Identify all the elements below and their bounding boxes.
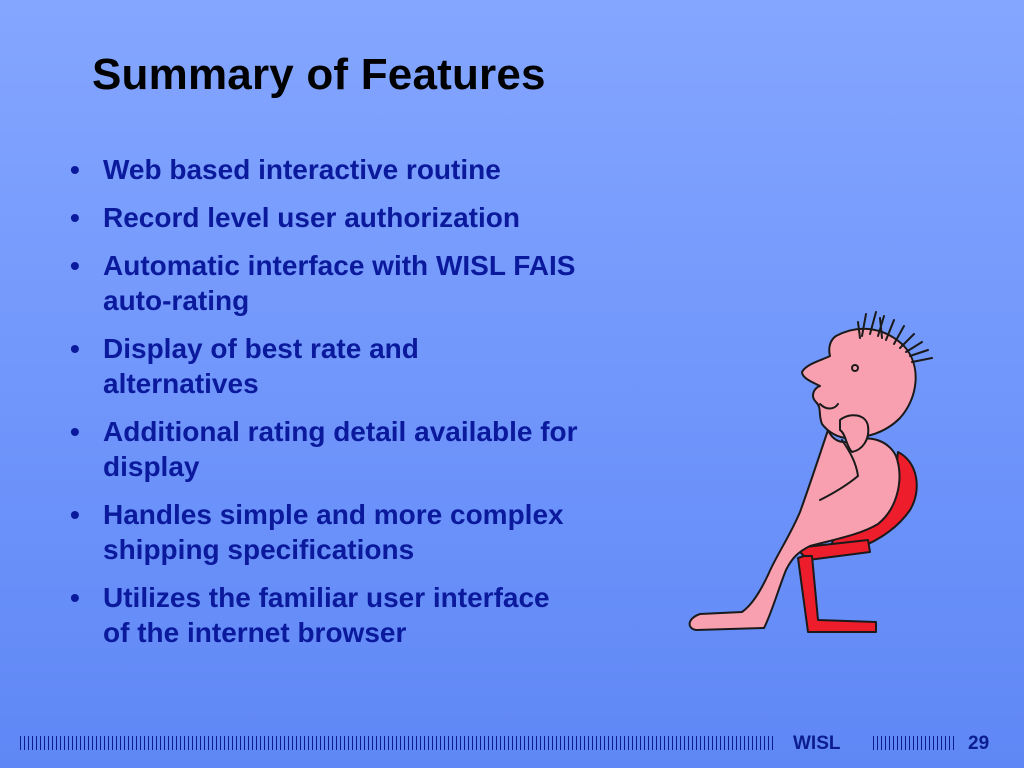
bullet-icon: • xyxy=(70,416,80,447)
footer-barcode-decoration xyxy=(873,736,955,750)
slide-footer: WISL 29 xyxy=(0,733,1024,755)
bullet-item: • Web based interactive routine xyxy=(70,152,690,187)
footer-barcode-decoration xyxy=(20,736,776,750)
bullet-icon: • xyxy=(70,499,80,530)
slide-title: Summary of Features xyxy=(92,50,546,99)
bullet-icon: • xyxy=(70,154,80,185)
bullet-icon: • xyxy=(70,250,80,281)
bullet-item: • Automatic interface with WISL FAIS aut… xyxy=(70,248,690,318)
bullet-item: • Additional rating detail available for… xyxy=(70,414,690,484)
bullet-line: Handles simple and more complex xyxy=(103,499,564,530)
person-head-icon xyxy=(801,327,917,439)
bullet-list: • Web based interactive routine • Record… xyxy=(70,152,690,663)
person-mouth-icon xyxy=(819,403,839,410)
person-eye-icon xyxy=(851,364,859,372)
chair-leg-icon xyxy=(797,555,877,633)
bullet-icon: • xyxy=(70,582,80,613)
bullet-line: display xyxy=(103,451,200,482)
person-hand-icon xyxy=(839,414,870,453)
bullet-line: of the internet browser xyxy=(103,617,407,648)
bullet-item: • Handles simple and more complex shippi… xyxy=(70,497,690,567)
bullet-item: • Utilizes the familiar user interface o… xyxy=(70,580,690,650)
footer-org-label: WISL xyxy=(793,733,841,754)
bullet-line: Record level user authorization xyxy=(103,202,520,233)
bullet-line: Utilizes the familiar user interface xyxy=(103,582,550,613)
bullet-icon: • xyxy=(70,333,80,364)
person-body-icon xyxy=(688,429,901,631)
bullet-line: shipping specifications xyxy=(103,534,415,565)
bullet-line: Web based interactive routine xyxy=(103,154,501,185)
page-number: 29 xyxy=(968,733,990,754)
bullet-item: • Display of best rate and alternatives xyxy=(70,331,690,401)
bullet-line: alternatives xyxy=(103,368,259,399)
bullet-item: • Record level user authorization xyxy=(70,200,690,235)
bullet-line: Automatic interface with WISL FAIS xyxy=(103,250,576,281)
bullet-line: auto-rating xyxy=(103,285,250,316)
thinking-man-clipart xyxy=(688,311,933,633)
bullet-line: Additional rating detail available for xyxy=(103,416,578,447)
person-hair-icon xyxy=(857,311,933,363)
person-arm-icon xyxy=(819,439,859,501)
bullet-line: Display of best rate and xyxy=(103,333,419,364)
bullet-icon: • xyxy=(70,202,80,233)
